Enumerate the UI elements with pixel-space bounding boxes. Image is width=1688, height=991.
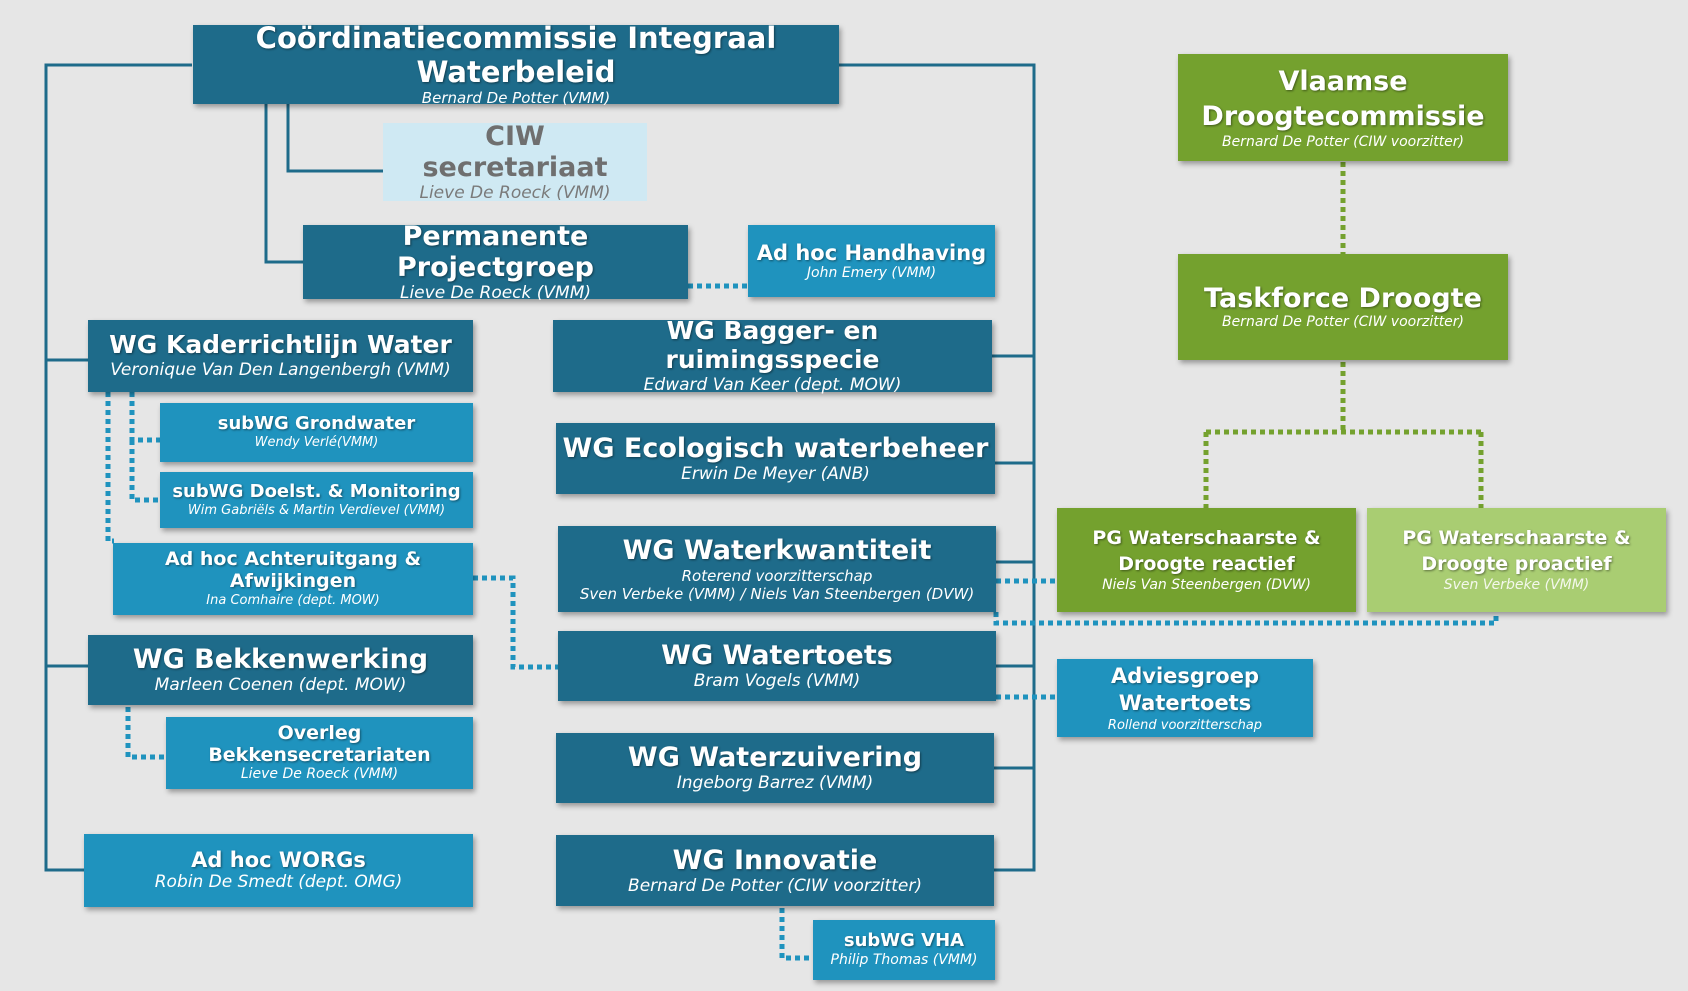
taskforce-box: Taskforce Droogte Bernard De Potter (CIW…: [1178, 254, 1508, 360]
achteruitgang-watertoets-dotted-line: [473, 575, 558, 670]
grondwater-title: subWG Grondwater: [217, 413, 416, 435]
zuivering-title: WG Waterzuivering: [627, 742, 923, 774]
vha-title: subWG VHA: [843, 930, 965, 952]
pg-proactief-title: PG Waterschaarste & Droogte proactief: [1402, 526, 1631, 575]
bekken-overleg-dotted-line: [125, 707, 166, 760]
droogtecommissie-chair: Bernard De Potter (CIW voorzitter): [1221, 134, 1465, 151]
taskforce-chair: Bernard De Potter (CIW voorzitter): [1221, 314, 1465, 331]
bekken-title: WG Bekkenwerking: [132, 644, 429, 676]
secretariaat-chair: Lieve De Roeck (VMM): [419, 182, 611, 203]
droogtecommissie-title: Vlaamse Droogtecommissie: [1201, 66, 1485, 133]
krw-title: WG Kaderrichtlijn Water: [109, 330, 452, 360]
worgs-chair: Robin De Smedt (dept. OMG): [154, 872, 403, 893]
doelst-box: subWG Doelst. & Monitoring Wim Gabriëls …: [160, 472, 473, 528]
handhaving-title: Ad hoc Handhaving: [756, 240, 987, 265]
innovatie-title: WG Innovatie: [672, 844, 878, 876]
ciw-title: Coördinatiecommissie Integraal Waterbele…: [255, 21, 777, 89]
kwantiteit-chairs: Sven Verbeke (VMM) / Niels Van Steenberg…: [579, 584, 975, 603]
left-trunk-line: [44, 63, 192, 872]
zuivering-box: WG Waterzuivering Ingeborg Barrez (VMM): [556, 733, 994, 803]
ecologisch-box: WG Ecologisch waterbeheer Erwin De Meyer…: [556, 423, 995, 494]
pg-reactief-title: PG Waterschaarste & Droogte reactief: [1092, 526, 1321, 575]
pg-reactief-box: PG Waterschaarste & Droogte reactief Nie…: [1057, 508, 1356, 612]
ciw-box: Coördinatiecommissie Integraal Waterbele…: [193, 21, 839, 107]
krw-box: WG Kaderrichtlijn Water Veronique Van De…: [88, 320, 473, 392]
krw-chair: Veronique Van Den Langenbergh (VMM): [110, 360, 451, 381]
worgs-title: Ad hoc WORGs: [191, 848, 366, 873]
watertoets-title: WG Watertoets: [661, 640, 893, 672]
bagger-title: WG Bagger- en ruimingsspecie: [665, 316, 880, 374]
ecologisch-chair: Erwin De Meyer (ANB): [681, 463, 870, 484]
handhaving-box: Ad hoc Handhaving John Emery (VMM): [748, 225, 995, 297]
secretariaat-branch-line: [286, 102, 383, 173]
achteruitgang-box: Ad hoc Achteruitgang & Afwijkingen Ina C…: [113, 543, 473, 615]
zuivering-chair: Ingeborg Barrez (VMM): [676, 773, 874, 794]
droogtecommissie-box: Vlaamse Droogtecommissie Bernard De Pott…: [1178, 54, 1508, 161]
grondwater-chair: Wendy Verlé(VMM): [254, 435, 379, 451]
right-trunk-line: [838, 63, 1036, 872]
bekken-box: WG Bekkenwerking Marleen Coenen (dept. M…: [88, 635, 473, 705]
ciw-chair: Bernard De Potter (VMM): [421, 88, 611, 107]
adviesgroep-chair: Rollend voorzitterschap: [1107, 717, 1263, 733]
krw-grondwater-dotted-line: [129, 392, 160, 443]
pg-reactief-chair: Niels Van Steenbergen (DVW): [1102, 577, 1311, 594]
doelst-title: subWG Doelst. & Monitoring: [172, 480, 461, 502]
taskforce-title: Taskforce Droogte: [1204, 283, 1482, 315]
pg-proactief-box: PG Waterschaarste & Droogte proactief Sv…: [1367, 508, 1666, 612]
kwantiteit-rotation: Roterend voorzitterschap: [681, 566, 873, 585]
innovatie-vha-dotted-line: [779, 908, 813, 961]
bekken-chair: Marleen Coenen (dept. MOW): [154, 675, 407, 696]
overleg-chair: Lieve De Roeck (VMM): [240, 766, 399, 783]
watertoets-chair: Bram Vogels (VMM): [693, 671, 861, 692]
adviesgroep-box: Adviesgroep Watertoets Rollend voorzitte…: [1057, 659, 1313, 737]
achteruitgang-title: Ad hoc Achteruitgang & Afwijkingen: [164, 548, 422, 593]
pg-proactief-chair: Sven Verbeke (VMM): [1443, 577, 1590, 594]
kwantiteit-box: WG Waterkwantiteit Roterend voorzittersc…: [558, 526, 996, 612]
doelst-chair: Wim Gabriëls & Martin Verdievel (VMM): [187, 502, 446, 518]
watertoets-box: WG Watertoets Bram Vogels (VMM): [558, 631, 996, 701]
innovatie-chair: Bernard De Potter (CIW voorzitter): [628, 875, 922, 896]
krw-achteruitgang-dotted-line: [105, 392, 114, 544]
adviesgroep-title: Adviesgroep Watertoets: [1110, 663, 1259, 716]
vha-chair: Philip Thomas (VMM): [830, 951, 978, 968]
ppg-chair: Lieve De Roeck (VMM): [399, 282, 592, 303]
ecologisch-title: WG Ecologisch waterbeheer: [562, 432, 989, 464]
worgs-box: Ad hoc WORGs Robin De Smedt (dept. OMG): [84, 834, 473, 907]
bagger-box: WG Bagger- en ruimingsspecie Edward Van …: [553, 316, 992, 395]
overleg-title: Overleg Bekkensecretariaten: [208, 721, 431, 766]
kwantiteit-title: WG Waterkwantiteit: [622, 535, 932, 567]
krw-doelst-dotted-line: [129, 440, 160, 503]
ppg-box: Permanente Projectgroep Lieve De Roeck (…: [303, 221, 688, 303]
overleg-box: Overleg Bekkensecretariaten Lieve De Roe…: [166, 717, 473, 789]
secretariaat-box: CIW secretariaat Lieve De Roeck (VMM): [383, 120, 647, 203]
bagger-chair: Edward Van Keer (dept. MOW): [643, 374, 902, 395]
handhaving-chair: John Emery (VMM): [806, 264, 937, 281]
ppg-title: Permanente Projectgroep: [397, 220, 594, 283]
innovatie-box: WG Innovatie Bernard De Potter (CIW voor…: [556, 835, 994, 906]
grondwater-box: subWG Grondwater Wendy Verlé(VMM): [160, 403, 473, 462]
ppg-branch-line: [264, 102, 303, 264]
secretariaat-title: CIW secretariaat: [422, 120, 608, 183]
achteruitgang-chair: Ina Comhaire (dept. MOW): [206, 593, 380, 609]
kwantiteit-proactief-dotted-line: [993, 612, 1499, 626]
vha-box: subWG VHA Philip Thomas (VMM): [813, 920, 995, 980]
